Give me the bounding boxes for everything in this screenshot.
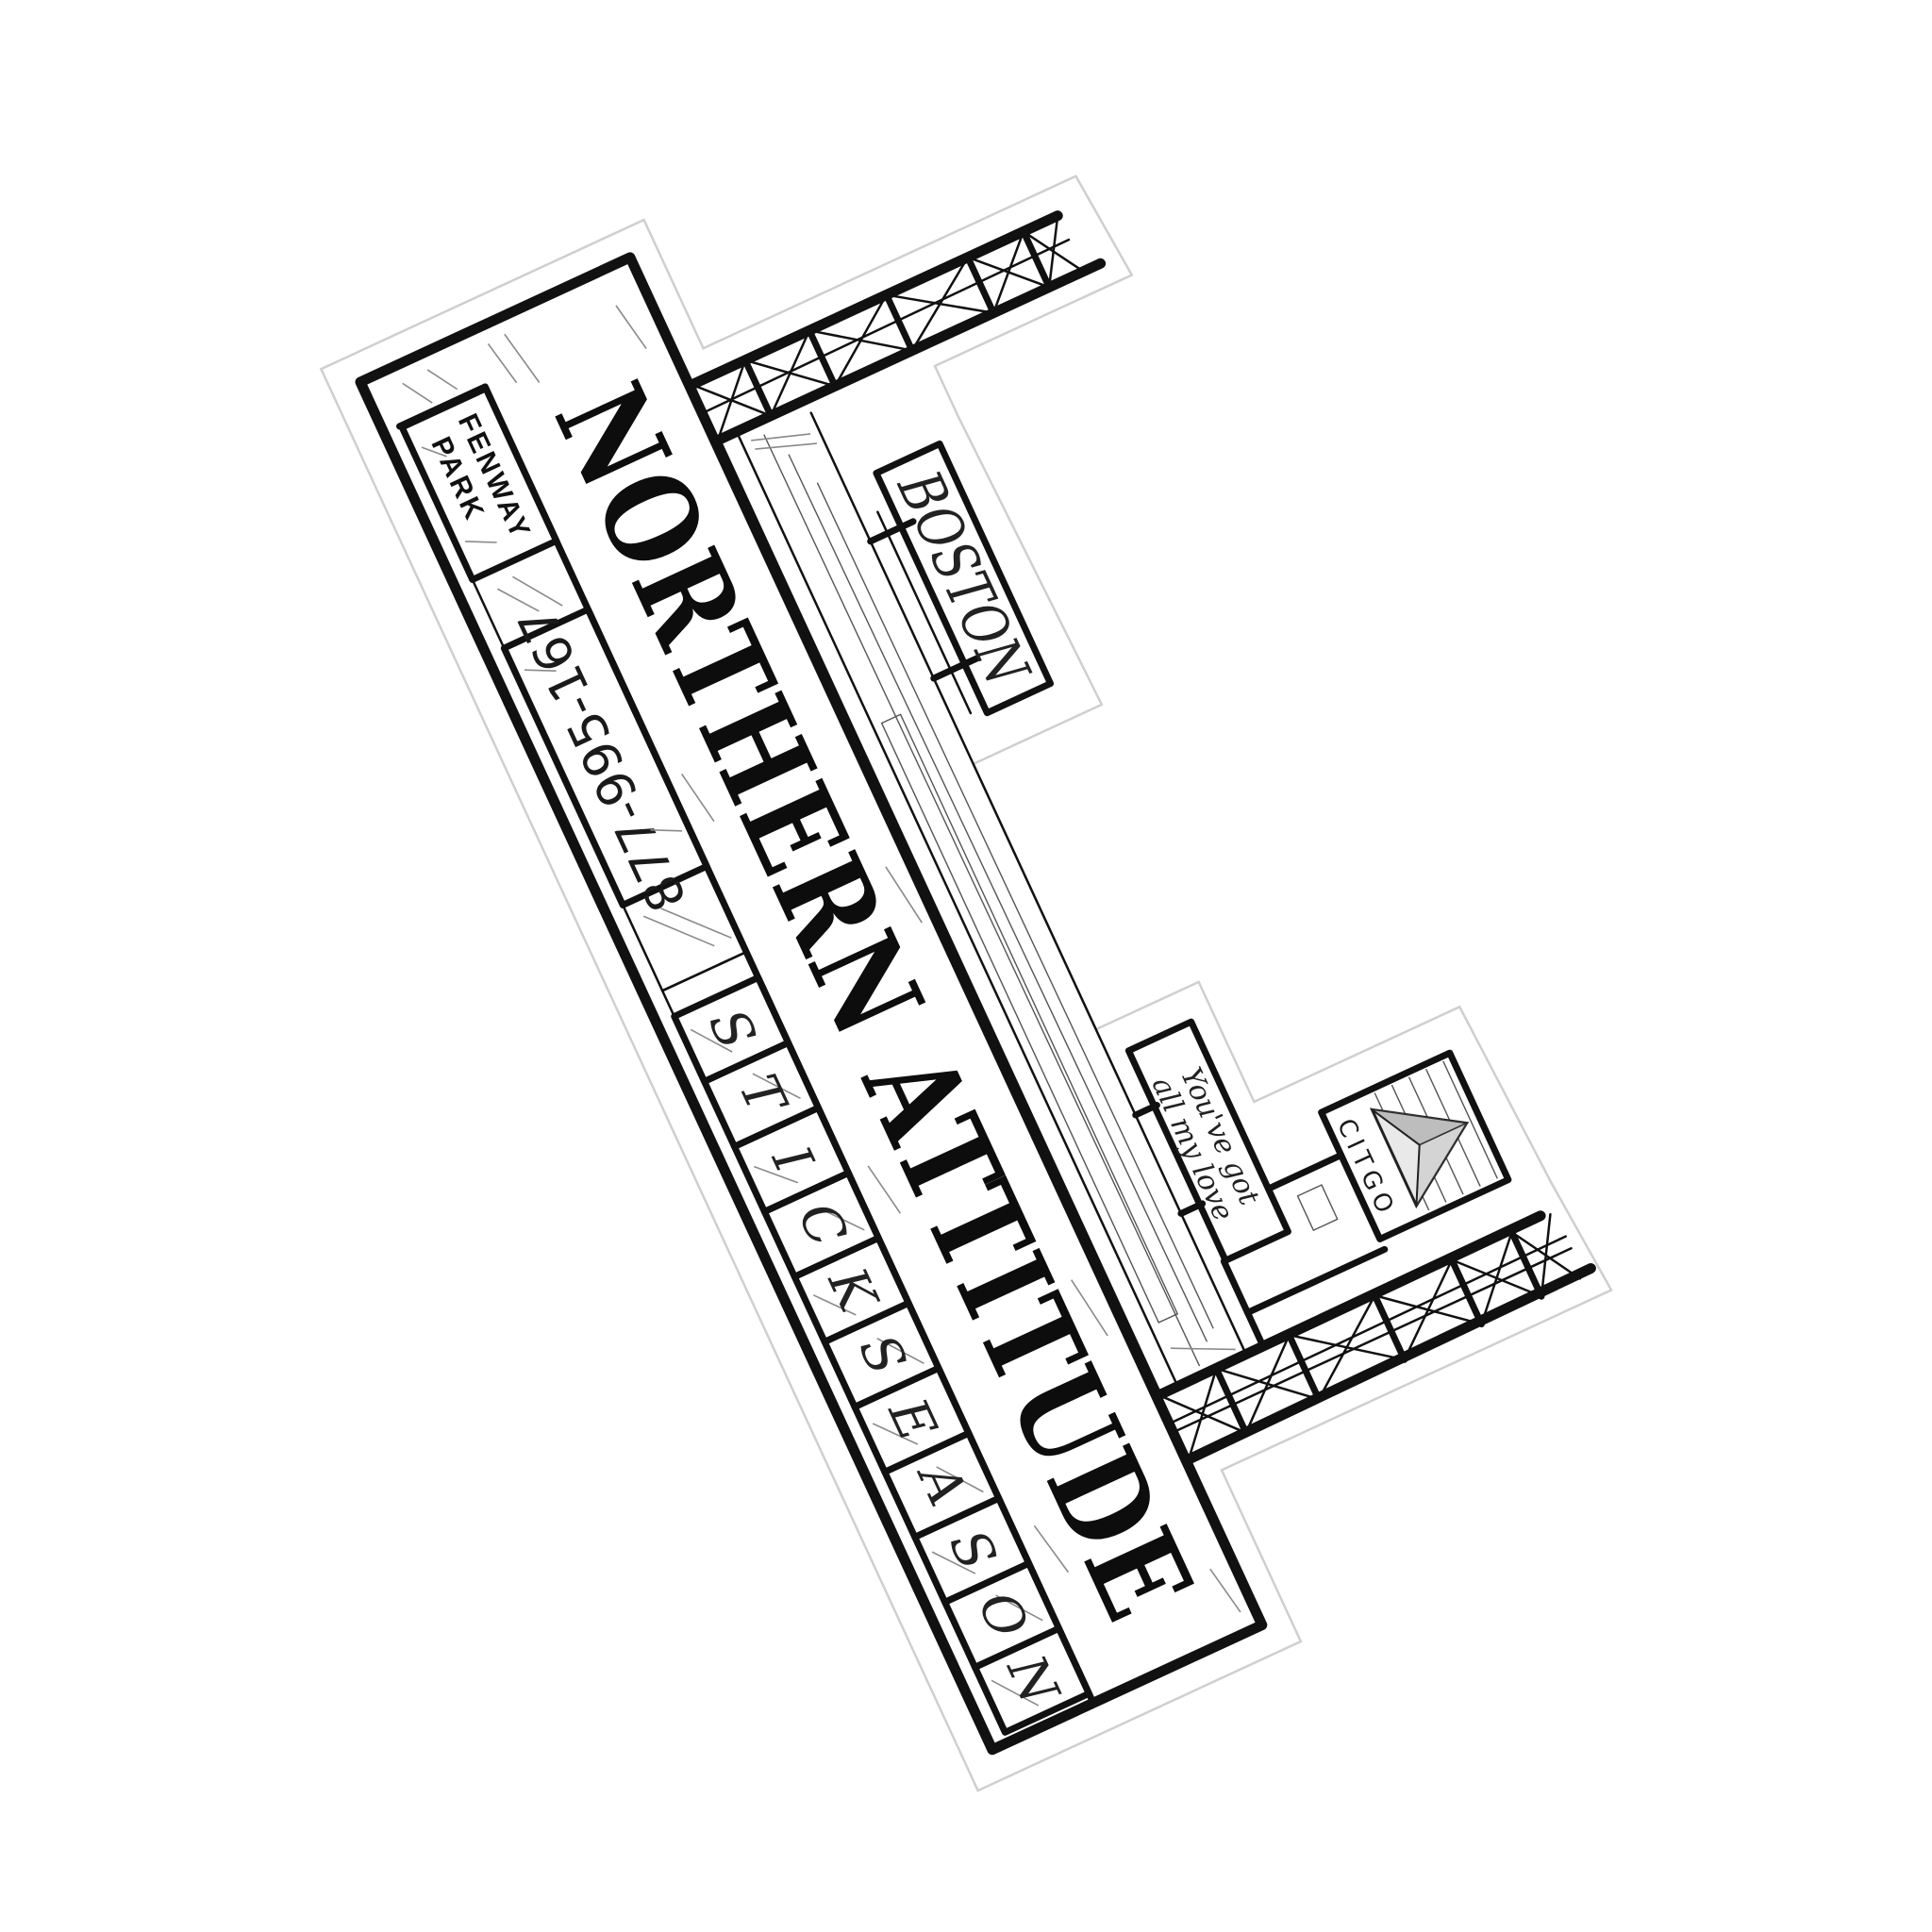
sign-connectors	[1220, 1152, 1389, 1351]
citgo-triangle-icon	[1369, 1108, 1470, 1209]
rail-panel	[880, 713, 1179, 1324]
bottom-truss	[1154, 1210, 1596, 1465]
board-hatching	[402, 305, 1241, 1613]
citgo-sign: CITGO	[1318, 1049, 1512, 1242]
side-rail	[714, 411, 1248, 1399]
top-truss	[687, 210, 1107, 446]
